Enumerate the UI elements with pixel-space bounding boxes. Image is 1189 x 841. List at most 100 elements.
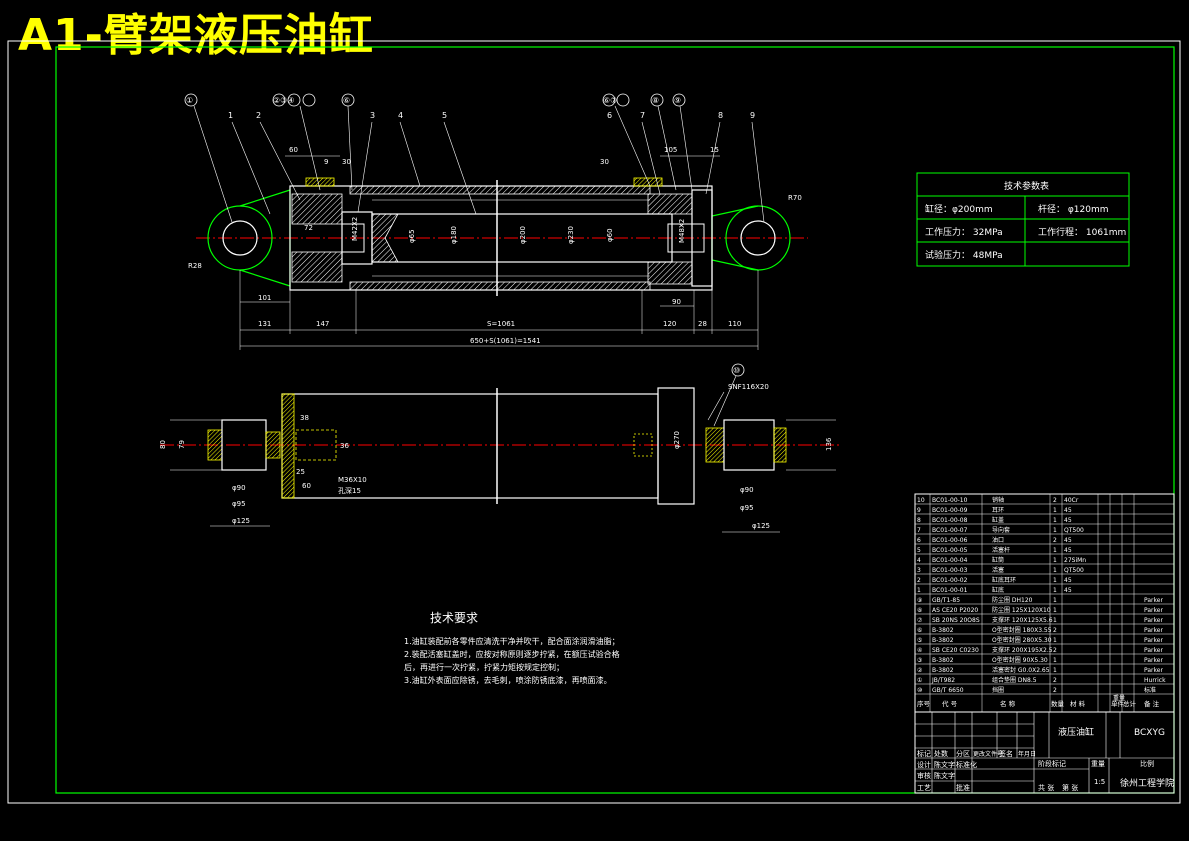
bom-cell-no: 6 xyxy=(917,537,921,544)
rod-port xyxy=(633,433,653,457)
bom-cell-name: 活塞 xyxy=(992,566,1004,574)
tb-row0-d: 更改文件号 xyxy=(973,750,1003,758)
bom-cell-qty: 2 xyxy=(1053,687,1057,694)
dim-101: 101 xyxy=(258,294,271,302)
bom-cell-name: 支撑环 200X195X2.5 xyxy=(992,646,1053,654)
bom-cell-note: Parker xyxy=(1144,657,1163,664)
bom-cell-name: 导向套 xyxy=(992,526,1010,534)
dim-phi200: φ200 xyxy=(519,226,527,244)
params-rod: 杆径： φ120mm xyxy=(1038,203,1109,215)
bom-cell-qty: 1 xyxy=(1053,577,1057,584)
bom-cell-name: 防尘圈 DH120 xyxy=(992,596,1033,604)
part-8: 8 xyxy=(718,111,723,120)
tech-line-3: 后，再进行一次拧紧，拧紧力矩按规定控制； xyxy=(404,662,564,672)
bom-cell-no: 9 xyxy=(917,507,921,514)
left-eye-inner xyxy=(222,220,258,256)
bom-cell-qty: 1 xyxy=(1053,547,1057,554)
guide-sleeve-top xyxy=(647,193,693,215)
dim-25: 25 xyxy=(296,468,305,476)
params-stroke: 工作行程： 1061mm xyxy=(1038,226,1126,238)
bom-cell-no: ② xyxy=(917,667,923,674)
bom-cell-code: BC01-00-07 xyxy=(932,527,968,534)
bom-cell-name: 缸盖 xyxy=(992,516,1004,524)
bom-cell-mat: 45 xyxy=(1064,547,1072,554)
bom-cell-no: ⑦ xyxy=(917,617,923,624)
bom-cell-qty: 1 xyxy=(1053,637,1057,644)
tb-row3-a: 工艺 xyxy=(917,784,931,792)
bom-cell-qty: 1 xyxy=(1053,607,1057,614)
bom-cell-name: 活塞杆 xyxy=(992,546,1010,554)
part-3: 3 xyxy=(370,111,375,120)
bom-cell-no: 4 xyxy=(917,557,921,564)
dim-m42: M42X2 xyxy=(351,217,359,241)
dim-30a: 30 xyxy=(342,158,351,166)
bom-cell-no: ⑧ xyxy=(917,607,922,614)
balloon-6-left: ⑥ xyxy=(343,96,350,105)
bom-header-qty: 数量 xyxy=(1051,699,1065,708)
outer-border xyxy=(7,40,1181,804)
bom-cell-name: 油口 xyxy=(992,536,1004,544)
bom-header-mat: 材 料 xyxy=(1070,699,1086,708)
bom-cell-qty: 1 xyxy=(1053,557,1057,564)
bom-cell-qty: 1 xyxy=(1053,507,1057,514)
dim-m48: M48X2 xyxy=(678,219,686,243)
part-4: 4 xyxy=(398,111,403,120)
balloon-1: ① xyxy=(186,96,193,105)
bom-cell-note: 标准 xyxy=(1144,686,1156,694)
gland xyxy=(691,189,713,287)
dim-147: 147 xyxy=(316,320,329,328)
params-test: 试验压力： 48MPa xyxy=(925,249,1003,261)
bom-cell-mat: 27SiMn xyxy=(1064,557,1086,564)
bom-cell-qty: 2 xyxy=(1053,627,1057,634)
bom-cell-mat: 40Cr xyxy=(1064,497,1079,504)
part-numbers-top: 1 2 3 4 5 6 7 8 9 xyxy=(228,111,765,223)
tb-row2-a: 审核 xyxy=(917,771,931,780)
bom-cell-qty: 1 xyxy=(1053,587,1057,594)
tb-row3-c: 批准 xyxy=(956,783,970,792)
tb-drawing-name: 液压油缸 xyxy=(1058,726,1094,738)
tb-row0-b: 处数 xyxy=(934,749,948,758)
part-6: 6 xyxy=(607,111,612,120)
balloon-9: ⑨ xyxy=(674,96,681,105)
barrel-wall-bottom xyxy=(349,281,651,291)
dim-total: 650+S(1061)=1541 xyxy=(470,337,541,345)
bom-cell-name: O型密封圈 90X5.30 xyxy=(992,656,1048,664)
tb-row0-e: 签名 xyxy=(999,749,1013,758)
dim-79: 79 xyxy=(178,440,186,449)
part-9: 9 xyxy=(750,111,755,120)
bom-cell-mat: QT500 xyxy=(1064,527,1084,534)
bom-header-name: 名 称 xyxy=(1000,699,1016,708)
bom-cell-code: BC01-00-01 xyxy=(932,587,968,594)
bom-cell-code: B-3802 xyxy=(932,637,954,644)
dim-thread: SNF116X20 xyxy=(728,383,769,391)
dim-phi60: φ60 xyxy=(606,228,614,242)
bom-cell-no: ⑨ xyxy=(917,597,922,604)
cylinder-base-bottom xyxy=(291,251,343,283)
bom-cell-no: 1 xyxy=(917,587,921,594)
tech-title: 技术要求 xyxy=(430,611,478,625)
base-outline xyxy=(281,393,295,499)
bom-cell-no: 5 xyxy=(917,547,921,554)
dim-110: 110 xyxy=(728,320,741,328)
balloon-10: ⑩ xyxy=(733,366,740,375)
bom-cell-qty: 2 xyxy=(1053,497,1057,504)
bom-cell-code: B-3802 xyxy=(932,667,954,674)
bom-cell-code: BC01-00-08 xyxy=(932,517,968,524)
dim-phi230: φ230 xyxy=(567,226,575,244)
section-view: M42X2 φ65 φ180 φ200 φ230 φ60 M48X2 R28 R… xyxy=(184,93,808,350)
bom-cell-code: BC01-00-03 xyxy=(932,567,968,574)
bom-cell-qty: 1 xyxy=(1053,617,1057,624)
bom-cell-no: 8 xyxy=(917,517,921,524)
outline-view: 80 79 φ90 φ95 φ125 38 36 25 60 M36X10 孔深… xyxy=(159,363,840,533)
dim-phi125-left: φ125 xyxy=(232,517,250,525)
bom-cell-mat: 45 xyxy=(1064,507,1072,514)
bom-cell-code: GB/T1-85 xyxy=(932,597,960,604)
bom-cell-code: JB/T982 xyxy=(931,677,955,684)
gland-flange xyxy=(657,387,695,505)
tb-row1-c: 标准化 xyxy=(956,760,977,769)
dim-phi90-left: φ90 xyxy=(232,484,246,492)
dim-80-left: 80 xyxy=(159,440,167,449)
dim-phi270: φ270 xyxy=(673,431,681,449)
bom-cell-name: 挡圈 xyxy=(992,686,1004,694)
